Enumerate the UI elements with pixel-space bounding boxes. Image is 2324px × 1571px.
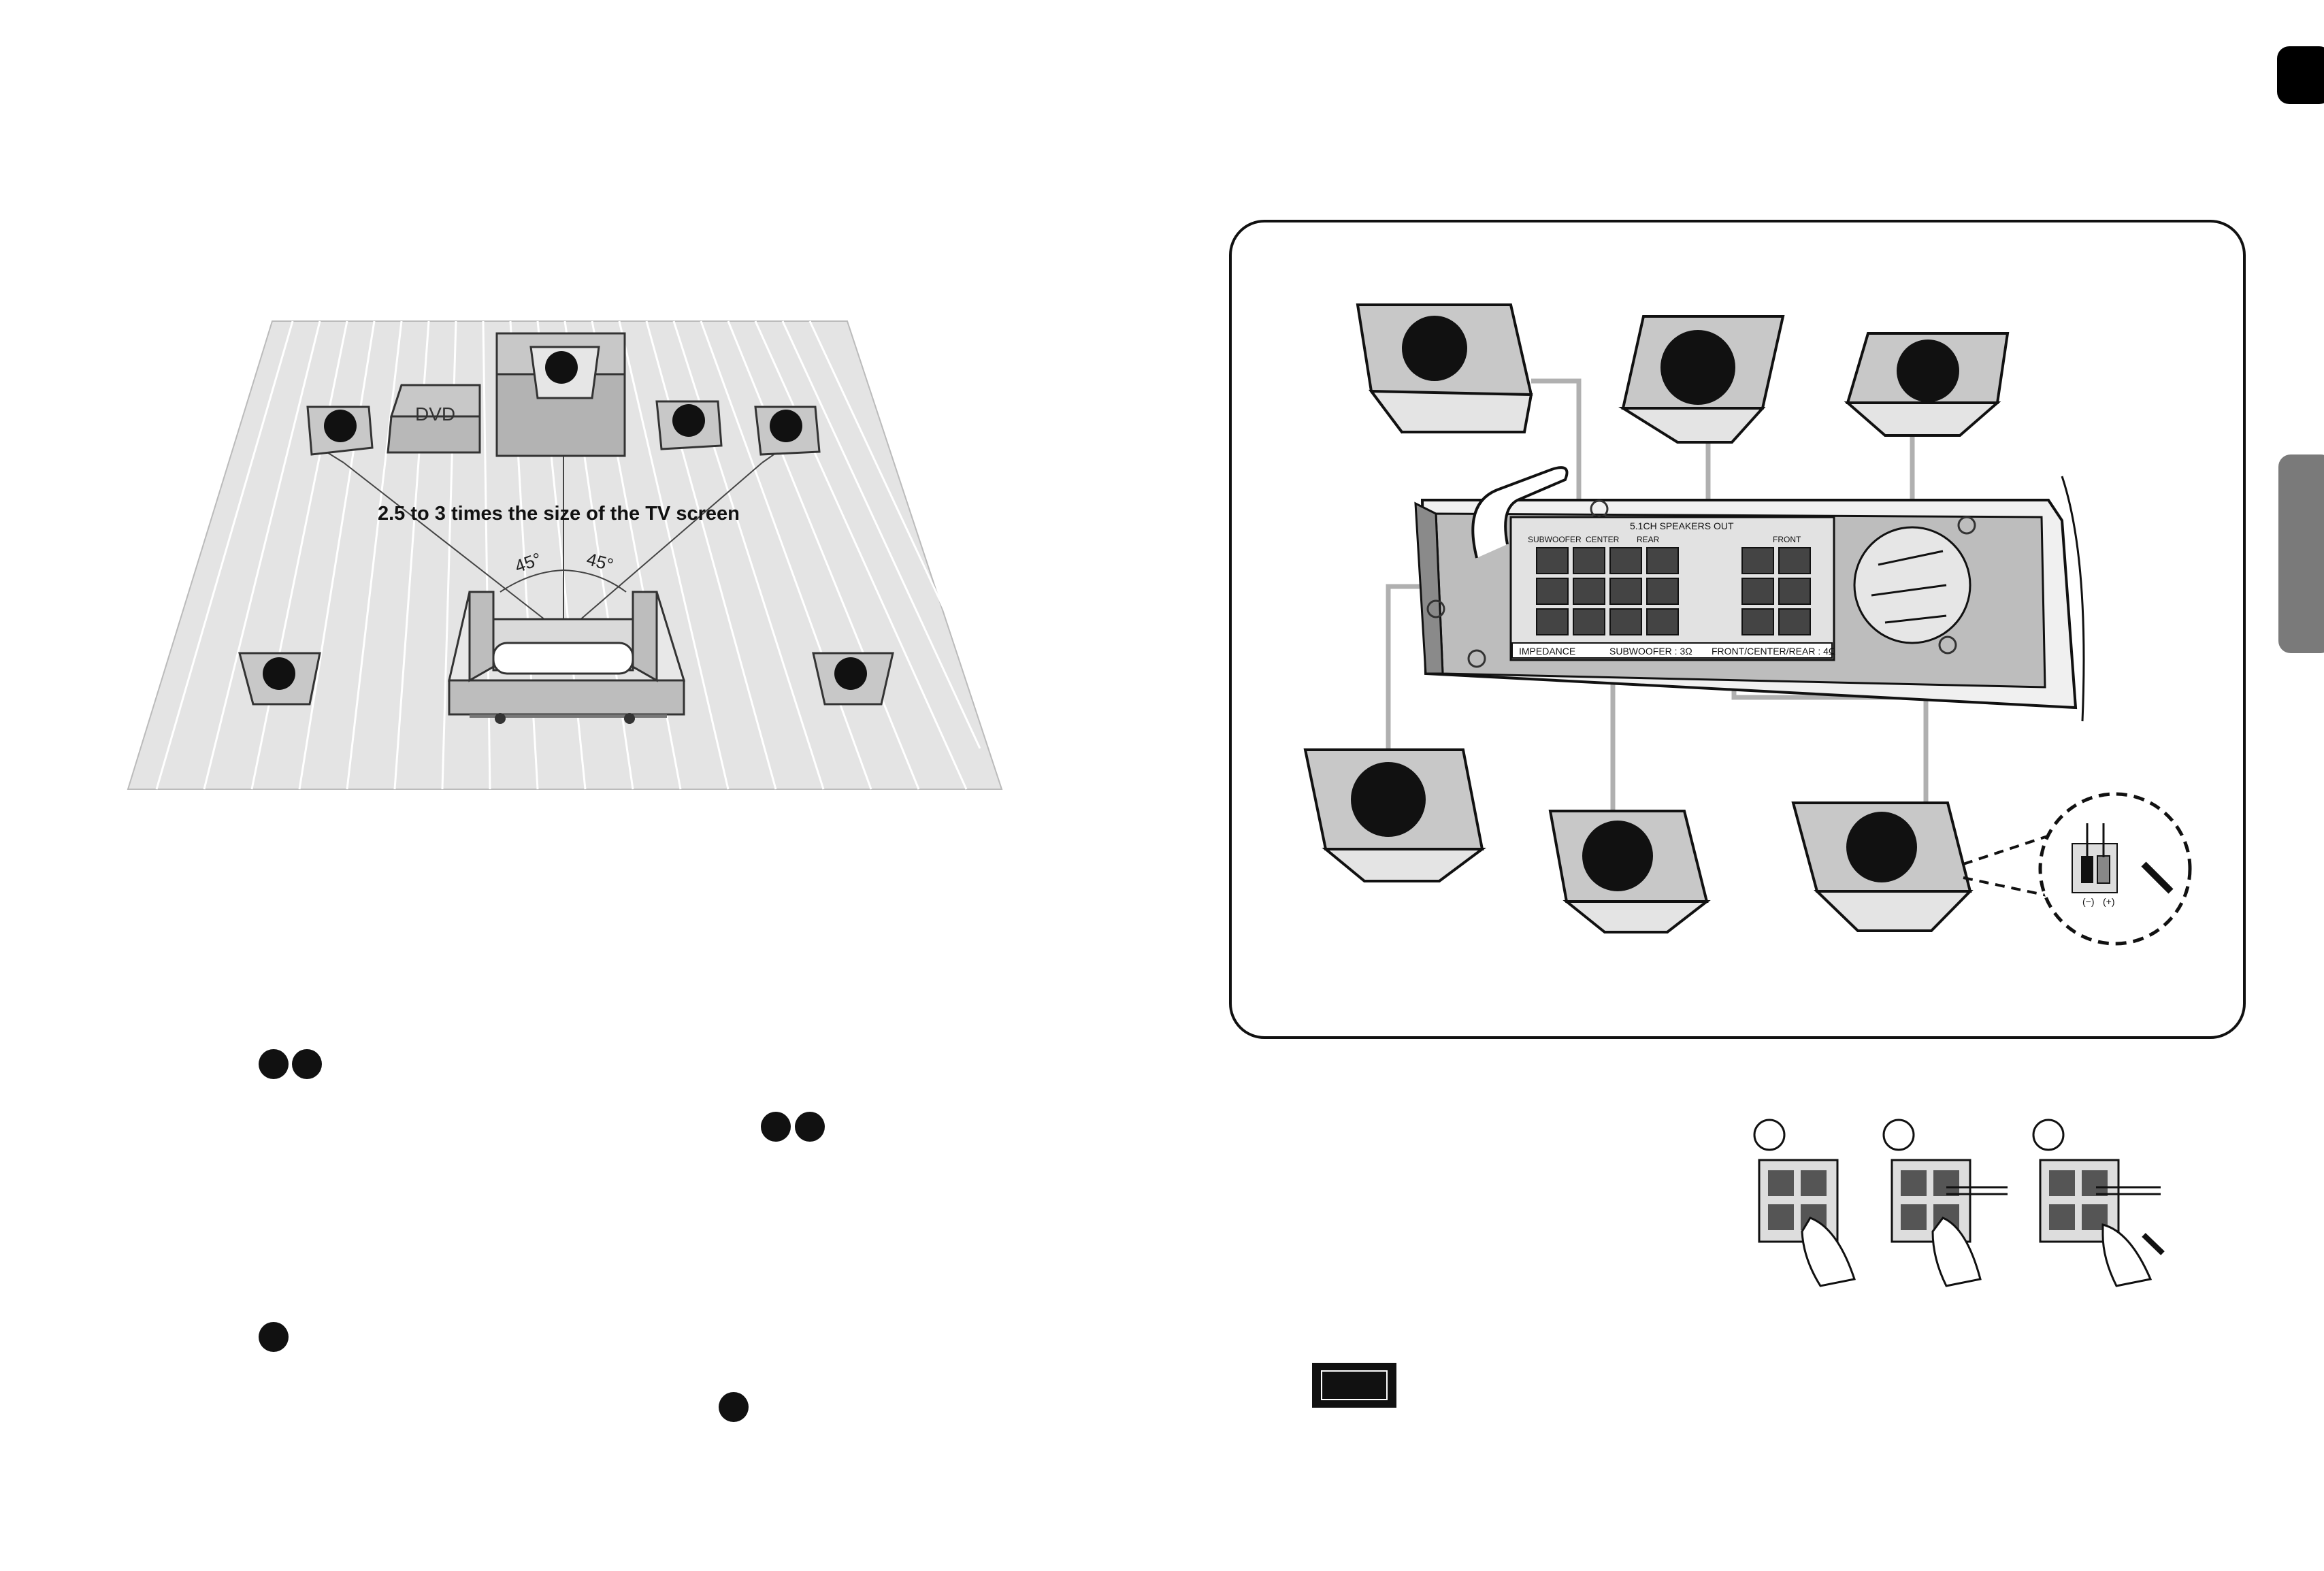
bullet-dots <box>259 1049 825 1422</box>
connection-steps <box>1753 1119 2165 1287</box>
speaker-front-left <box>1356 303 1533 434</box>
rear-left-speaker <box>238 652 321 706</box>
panel-header: 5.1CH SPEAKERS OUT <box>1630 520 1734 531</box>
bullet-dot <box>795 1112 825 1142</box>
minus-label: (−) <box>2082 896 2095 907</box>
terminal-sockets <box>1536 547 1811 635</box>
bullet-dot <box>259 1049 289 1079</box>
dvd-player: DVD <box>387 384 481 454</box>
step-1 <box>1753 1119 1856 1287</box>
speaker-rear-right <box>1791 801 1974 932</box>
bullet-dot <box>719 1392 749 1422</box>
channel-rear: REAR <box>1637 535 1660 544</box>
distance-caption: 2.5 to 3 times the size of the TV screen <box>378 503 740 525</box>
channel-center: CENTER <box>1586 535 1620 544</box>
bullet-dot <box>761 1112 791 1142</box>
tv-unit <box>495 332 626 457</box>
speaker-subwoofer <box>1303 748 1487 882</box>
front-left-speaker <box>306 406 374 456</box>
listener-sofa <box>448 591 686 724</box>
rear-right-speaker <box>812 652 894 706</box>
page-tab-dark <box>2277 46 2324 104</box>
plus-label: (+) <box>2103 896 2115 907</box>
step-2 <box>1882 1119 2008 1287</box>
center-speaker-dot <box>545 351 578 384</box>
terminal-zoom-callout: (−) (+) <box>1963 792 2192 946</box>
power-cable <box>1471 466 1569 559</box>
impedance-label: IMPEDANCE <box>1519 646 1575 657</box>
impedance-others: FRONT/CENTER/REAR : 4Ω <box>1712 646 1835 657</box>
speaker-placement-diagram: DVD <box>127 320 1003 790</box>
speaker-center <box>1618 315 1785 444</box>
front-right-speaker <box>754 406 821 456</box>
fan-icon <box>1853 526 1971 644</box>
speaker-front-right <box>1844 332 2010 437</box>
bullet-dot <box>259 1322 289 1352</box>
speaker-rear-left <box>1548 810 1711 933</box>
channel-front: FRONT <box>1773 535 1801 544</box>
step-3 <box>2032 1119 2165 1287</box>
front-center-right-speaker <box>655 400 723 450</box>
channel-subwoofer: SUBWOOFER <box>1528 535 1582 544</box>
receiver-rear-panel: 5.1CH SPEAKERS OUT SUBWOOFER CENTER REAR… <box>1414 466 2085 722</box>
impedance-subwoofer: SUBWOOFER : 3Ω <box>1609 646 1692 657</box>
section-tab-gray <box>2278 454 2324 653</box>
bullet-dot <box>292 1049 322 1079</box>
dvd-label: DVD <box>415 403 455 425</box>
